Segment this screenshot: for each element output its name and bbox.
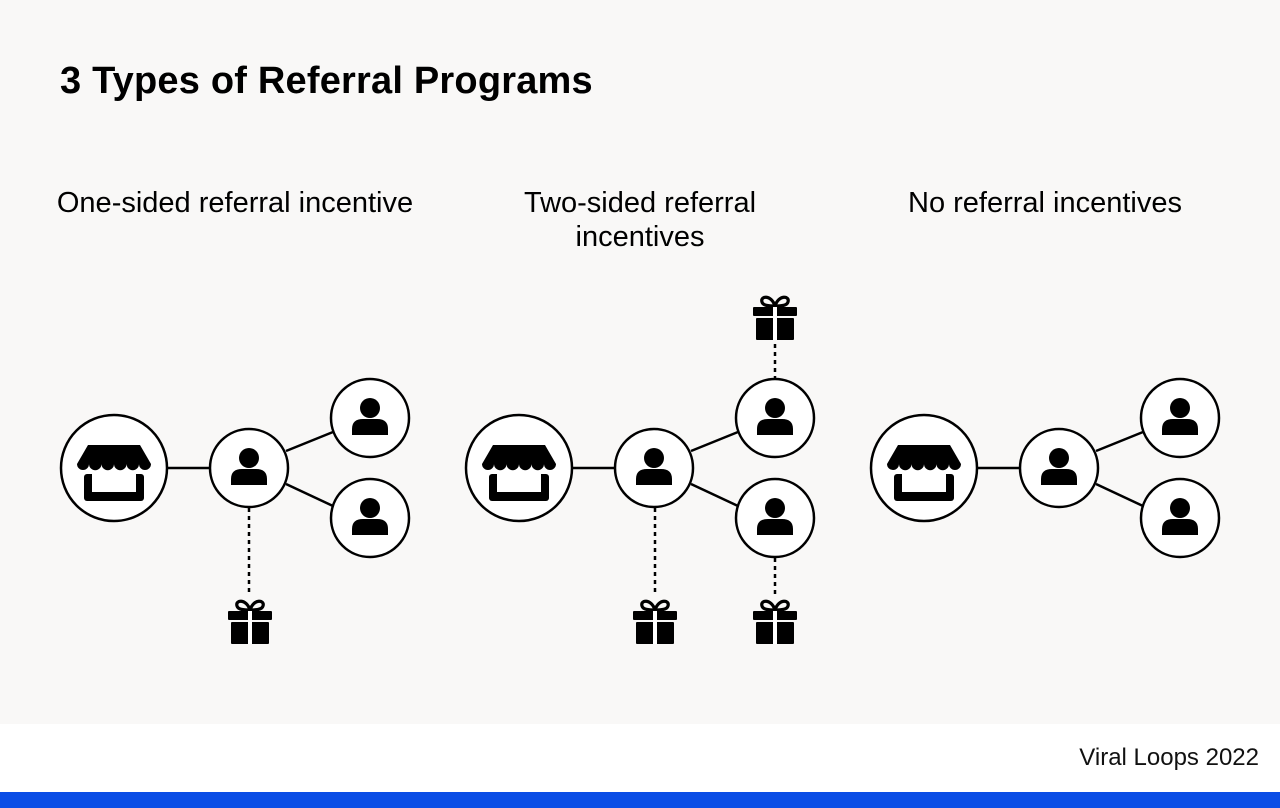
referee-node [734,477,816,559]
referee-node [734,377,816,459]
referrer-node [1018,427,1100,509]
referrer-node [208,427,290,509]
gift-icon [751,295,799,342]
gift-icon [631,599,679,646]
no-incentive-title: No referral incentives [908,187,1182,219]
referral-diagram [59,295,1221,646]
no-incentive-diagram [869,377,1221,559]
store-node [464,413,574,523]
two-sided-diagram [464,295,816,646]
diagram-canvas [0,0,1280,724]
referee-node [329,377,411,459]
connector-line [690,430,739,453]
store-node [59,413,169,523]
connector-line [1095,482,1144,508]
store-node [869,413,979,523]
connector-line [1095,430,1144,453]
referee-node [1139,477,1221,559]
connector-line [690,482,739,508]
gift-icon [226,599,274,646]
footer-credit: Viral Loops 2022 [1079,744,1259,771]
connector-line [285,430,334,453]
footer [0,724,1280,792]
referee-node [1139,377,1221,459]
one-sided-title: One-sided referral incentive [56,187,414,219]
connector-line [285,482,334,508]
gift-icon [751,599,799,646]
page-title: 3 Types of Referral Programs [60,60,593,102]
one-sided-diagram [59,377,411,646]
accent-bar [0,792,1280,808]
referee-node [329,477,411,559]
two-sided-title: Two-sided referral incentives [523,187,757,253]
referrer-node [613,427,695,509]
